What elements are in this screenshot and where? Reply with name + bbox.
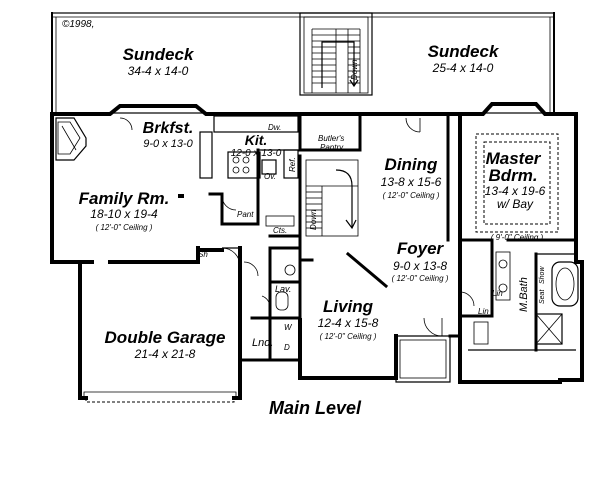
lav-fixtures [275, 264, 296, 311]
master-name-line2: Bdrm. [488, 166, 537, 185]
sundeck-left-name: Sundeck [123, 45, 195, 64]
master-tray-ceiling [475, 133, 559, 233]
deck-stairs [299, 12, 373, 96]
family-name: Family Rm. [79, 189, 170, 208]
living-name: Living [323, 297, 374, 316]
exterior-walls [50, 102, 584, 384]
dishwasher-label: Dw. [268, 123, 281, 132]
copyright-text: ©1998, [62, 19, 94, 30]
linen-left-label: Lin [478, 307, 489, 316]
master-bath-label: M.Bath [518, 277, 530, 312]
linen-right-label: Lin [492, 289, 503, 298]
lavatory-label: Lav. [275, 284, 291, 294]
interior-stairs-down-label: Down [309, 209, 318, 230]
level-title: Main Level [269, 398, 362, 418]
master-note: w/ Bay [497, 197, 534, 211]
shower-label: Show [539, 266, 546, 284]
sundeck-right-name: Sundeck [428, 42, 500, 61]
door-swings [119, 117, 475, 337]
foyer-name: Foyer [397, 239, 445, 258]
kitchen-name: Kit. [245, 132, 268, 148]
living-dims: 12-4 x 15-8 [318, 316, 379, 330]
interior-stairs [305, 159, 359, 237]
interior-walls [178, 112, 578, 383]
family-ceiling: ( 12'-0" Ceiling ) [96, 223, 153, 232]
fireplace [55, 117, 87, 161]
shelf-label: Sh [198, 250, 208, 259]
dryer-label: D [284, 343, 290, 352]
kitchen-counters [199, 115, 299, 227]
master-name-line1: Master [486, 149, 542, 168]
breakfast-dims: 9-0 x 13-0 [143, 138, 193, 150]
refrigerator-label: Ref. [288, 157, 297, 172]
dining-dims: 13-8 x 15-6 [381, 175, 442, 189]
sundeck-right-dims: 25-4 x 14-0 [432, 61, 494, 75]
dining-ceiling: ( 12'-0" Ceiling ) [383, 191, 440, 200]
master-dims: 13-4 x 19-6 [485, 184, 546, 198]
closets-label: Cts. [273, 226, 287, 235]
garage-dims: 21-4 x 21-8 [134, 347, 196, 361]
pantry-label: Pant [237, 210, 254, 219]
living-ceiling: ( 12'-0" Ceiling ) [320, 332, 377, 341]
garage-name: Double Garage [105, 328, 226, 347]
garage-walls [78, 246, 242, 403]
kitchen-dims: 12-0 x 13-0 [231, 148, 282, 159]
foyer-dims: 9-0 x 13-8 [393, 259, 447, 273]
breakfast-name: Brkfst. [143, 120, 194, 137]
master-bath-fixtures [473, 251, 579, 345]
foyer-ceiling: ( 12'-0" Ceiling ) [392, 274, 449, 283]
dining-name: Dining [385, 155, 438, 174]
family-dims: 18-10 x 19-4 [90, 207, 158, 221]
butlers-pantry-line1: Butler's [318, 134, 344, 143]
master-ceiling: ( 9'-0" Ceiling ) [491, 233, 544, 242]
washer-label: W [284, 323, 293, 332]
laundry-label: Lnd. [252, 337, 273, 349]
sundeck-left-dims: 34-4 x 14-0 [128, 64, 189, 78]
seat-label: Seat [539, 289, 546, 304]
oven-label: Ov. [264, 172, 276, 181]
butlers-pantry-line2: Pantry [320, 143, 344, 152]
deck-stairs-down-label: Down [350, 59, 359, 80]
